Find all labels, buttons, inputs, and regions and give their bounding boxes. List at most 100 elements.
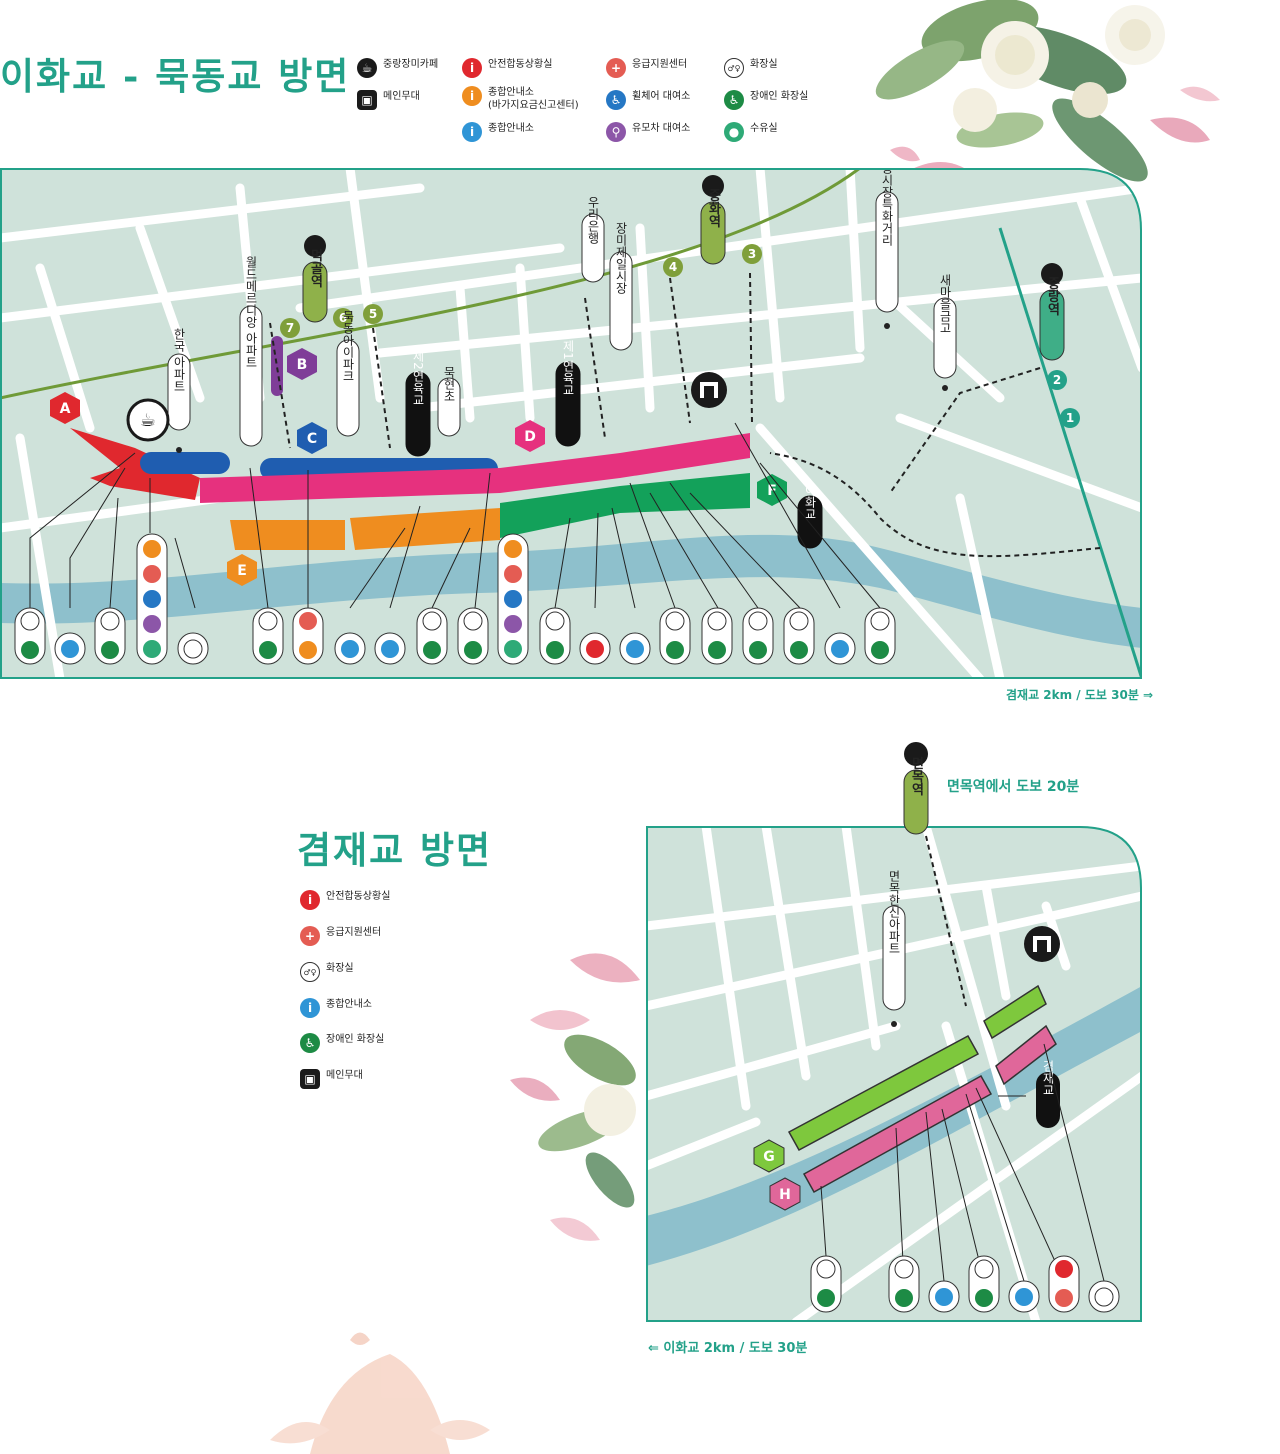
zone-badge-f: F [757, 474, 787, 506]
svg-text:5: 5 [369, 307, 377, 321]
section-title-gyeomjae: 겸재교 방면 [297, 828, 493, 872]
nursing-room-icon: ● [724, 122, 744, 142]
svg-text:묵동아이파크: 묵동아이파크 [341, 310, 355, 382]
facility-icons [14, 533, 896, 665]
landmark-bridge1: 제1연육교 [555, 340, 581, 447]
zone-e-west [230, 520, 345, 550]
station-jungnang: 중랑역 [1039, 263, 1065, 361]
safety-info-icon: i [300, 890, 320, 910]
zone-c-west [140, 452, 230, 474]
svg-text:먹골역: 먹골역 [308, 248, 323, 289]
section-title-ihwa-mukdong: 이화교 - 묵동교 방면 [0, 54, 351, 98]
landmark-mukdong-ipark: 묵동아이파크 [336, 310, 360, 437]
toilet-icon: ♂♀ [724, 58, 744, 78]
exit-1: 1 [1060, 408, 1080, 428]
zone-h-east [995, 1024, 1057, 1086]
legend2-accessible-toilet: ♿장애인 화장실 [300, 1033, 384, 1053]
zone-badge-g: G [753, 1139, 785, 1173]
map2-walk-route [925, 835, 967, 1007]
facility-leader-lines [29, 422, 881, 609]
legend-info-orange: i 종합안내소(바가지요금신고센터) [462, 86, 579, 112]
svg-text:F: F [767, 483, 777, 499]
landmark-world-meridian: 월드메르디앙 아파트 [239, 256, 263, 447]
legend2-emergency: +응급지원센터 [300, 926, 381, 946]
map-ihwa-mukdong: A B C D E F 7 6 5 4 3 2 1 먹골역 중화역 중랑역 한국… [0, 168, 1142, 679]
svg-text:태릉시장특화거리: 태릉시장특화거리 [880, 168, 894, 246]
svg-text:면목역: 면목역 [909, 756, 924, 797]
legend-stroller: ⚲유모차 대여소 [606, 122, 690, 142]
map1-roads [0, 168, 1142, 679]
landmark-bridge2: 제2연육교 [405, 350, 431, 457]
svg-text:1: 1 [1066, 411, 1074, 425]
station-junghwa: 중화역 [700, 175, 726, 265]
zone-badge-c: C [297, 422, 327, 454]
landmark-mukhyeon: 묵현초 [437, 366, 461, 437]
map2-leader-lines [820, 1043, 1105, 1282]
landmark-ihwa-bridge: 이화교 [797, 484, 823, 549]
zone-f-area [500, 473, 750, 538]
svg-text:우리은행: 우리은행 [586, 196, 600, 244]
toilet-icon: ♂♀ [300, 962, 320, 982]
map1-border [0, 168, 1142, 679]
walk-to-gyeomjae-note: 겸재교 2km / 도보 30분 ⇒ [1006, 688, 1154, 702]
svg-text:D: D [524, 429, 536, 445]
wheelchair-icon: ♿ [606, 90, 626, 110]
cafe-marker: ☕ [126, 398, 170, 442]
landmark-woori-bank: 우리은행 [581, 196, 605, 283]
legend2-toilet: ♂♀화장실 [300, 962, 354, 982]
zone-badge-h: H [769, 1177, 801, 1211]
landmark-taereung-street: 태릉시장특화거리 [875, 168, 899, 329]
zone-d-area [200, 433, 750, 503]
svg-text:묵현초: 묵현초 [442, 366, 456, 402]
stage-icon: ▣ [357, 90, 377, 110]
legend-toilet: ♂♀화장실 [724, 58, 778, 78]
map1-railway [0, 168, 861, 400]
zone-e-east [350, 508, 500, 550]
station-meokgol: 먹골역 [302, 235, 328, 323]
zone-badge-a: A [50, 392, 80, 424]
first-aid-icon: + [606, 58, 626, 78]
svg-text:새마을금고: 새마을금고 [938, 274, 952, 334]
svg-text:장미제일시장: 장미제일시장 [614, 222, 628, 294]
stroller-icon: ⚲ [606, 122, 626, 142]
legend-accessible-toilet: ♿장애인 화장실 [724, 90, 808, 110]
svg-text:3: 3 [748, 247, 756, 261]
svg-text:중랑역: 중랑역 [1045, 277, 1060, 317]
map1-rail-jungnang [998, 227, 1142, 679]
map2-facility-icons [810, 1255, 1120, 1313]
svg-text:C: C [307, 431, 317, 447]
landmark-hanguk-apt: 한국 아파트 [167, 328, 191, 453]
landmark-gyeomjae-bridge: 겸재교 [1036, 1060, 1060, 1128]
info-orange-icon: i [462, 86, 482, 106]
stage-icon: ▣ [300, 1069, 320, 1089]
walk-to-ihwa-note: ⇐ 이화교 2km / 도보 30분 [648, 1341, 808, 1356]
exit-3: 3 [742, 244, 762, 264]
legend-wheelchair: ♿휠체어 대여소 [606, 90, 690, 110]
landmark-myeonmok-apt: 면목한신아파트 [882, 870, 906, 1027]
svg-text:제2연육교: 제2연육교 [411, 350, 425, 406]
zone-badge-b: B [287, 348, 317, 380]
svg-text:A: A [60, 401, 71, 417]
exit-5: 5 [363, 304, 383, 324]
zone-a-area [70, 428, 200, 500]
first-aid-icon: + [300, 926, 320, 946]
svg-text:B: B [297, 357, 308, 373]
exit-6: 6 [333, 308, 353, 328]
map1-walk-routes [269, 272, 1101, 558]
svg-text:2: 2 [1053, 373, 1061, 387]
svg-text:G: G [763, 1149, 775, 1165]
svg-text:중화역: 중화역 [706, 189, 721, 229]
legend-main-stage: ▣메인무대 [357, 90, 420, 110]
svg-text:H: H [779, 1187, 791, 1203]
main-stage-marker [691, 372, 727, 408]
landmark-jangmi-market: 장미제일시장 [609, 222, 633, 351]
svg-text:4: 4 [669, 260, 677, 274]
zone-g-east [983, 984, 1047, 1040]
accessible-toilet-icon: ♿ [724, 90, 744, 110]
exit-4: 4 [663, 257, 683, 277]
svg-text:6: 6 [339, 311, 347, 325]
zone-badge-d: D [515, 420, 545, 452]
